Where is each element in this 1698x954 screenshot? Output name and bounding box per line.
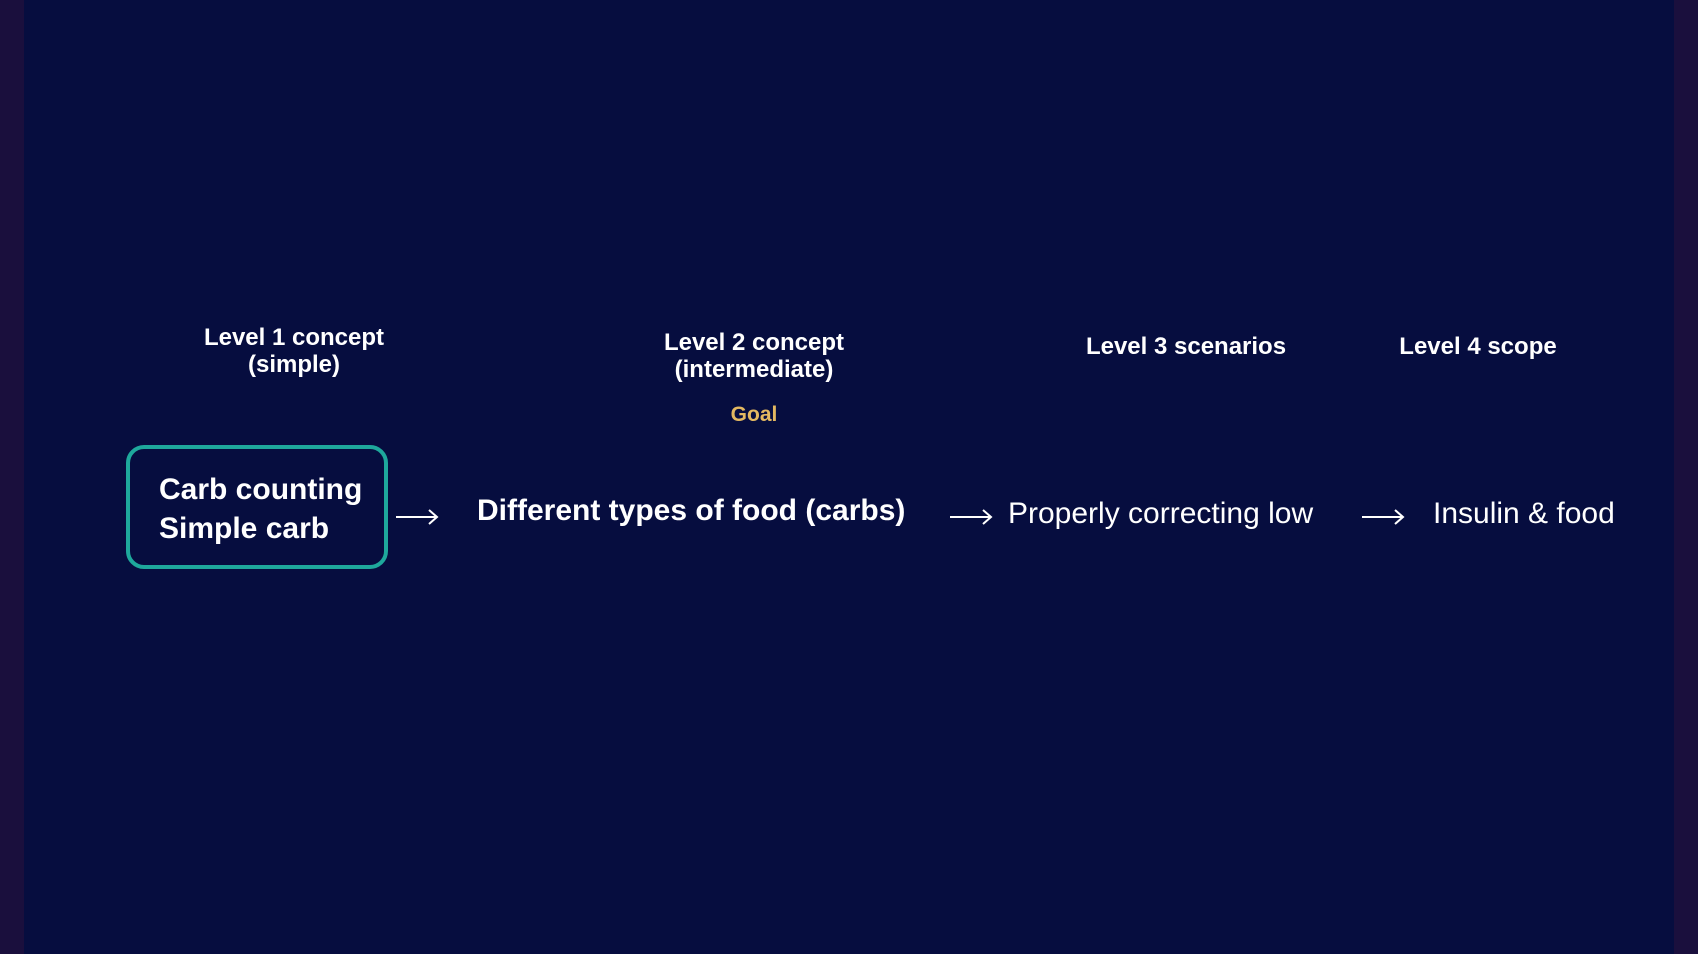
- arrow-right-icon: [396, 509, 439, 525]
- level-2-subtitle: (intermediate): [674, 356, 834, 383]
- level-1-subtitle: (simple): [247, 351, 340, 378]
- arrow-right-icon: [950, 509, 993, 525]
- slide: Level 1 concept (simple) Level 2 concept…: [24, 0, 1674, 954]
- level-1-node-box: Carb counting Simple carb: [126, 445, 388, 569]
- level-1-node-line-2: Simple carb: [159, 512, 330, 545]
- goal-label: Goal: [730, 403, 778, 426]
- level-2-node: Different types of food (carbs): [477, 494, 906, 527]
- level-3-node: Properly correcting low: [1008, 497, 1314, 530]
- level-1-title: Level 1 concept: [203, 324, 385, 351]
- level-4-node: Insulin & food: [1433, 497, 1615, 530]
- level-4-header: Level 4 scope: [1318, 333, 1638, 360]
- level-3-header: Level 3 scenarios: [1026, 333, 1346, 360]
- level-1-node-line-1: Carb counting: [159, 473, 363, 506]
- level-3-title: Level 3 scenarios: [1085, 333, 1287, 360]
- level-2-title: Level 2 concept: [663, 329, 845, 356]
- level-2-header: Level 2 concept (intermediate): [594, 329, 914, 383]
- level-4-title: Level 4 scope: [1399, 333, 1557, 360]
- level-1-header: Level 1 concept (simple): [134, 324, 454, 378]
- arrow-right-icon: [1362, 509, 1405, 525]
